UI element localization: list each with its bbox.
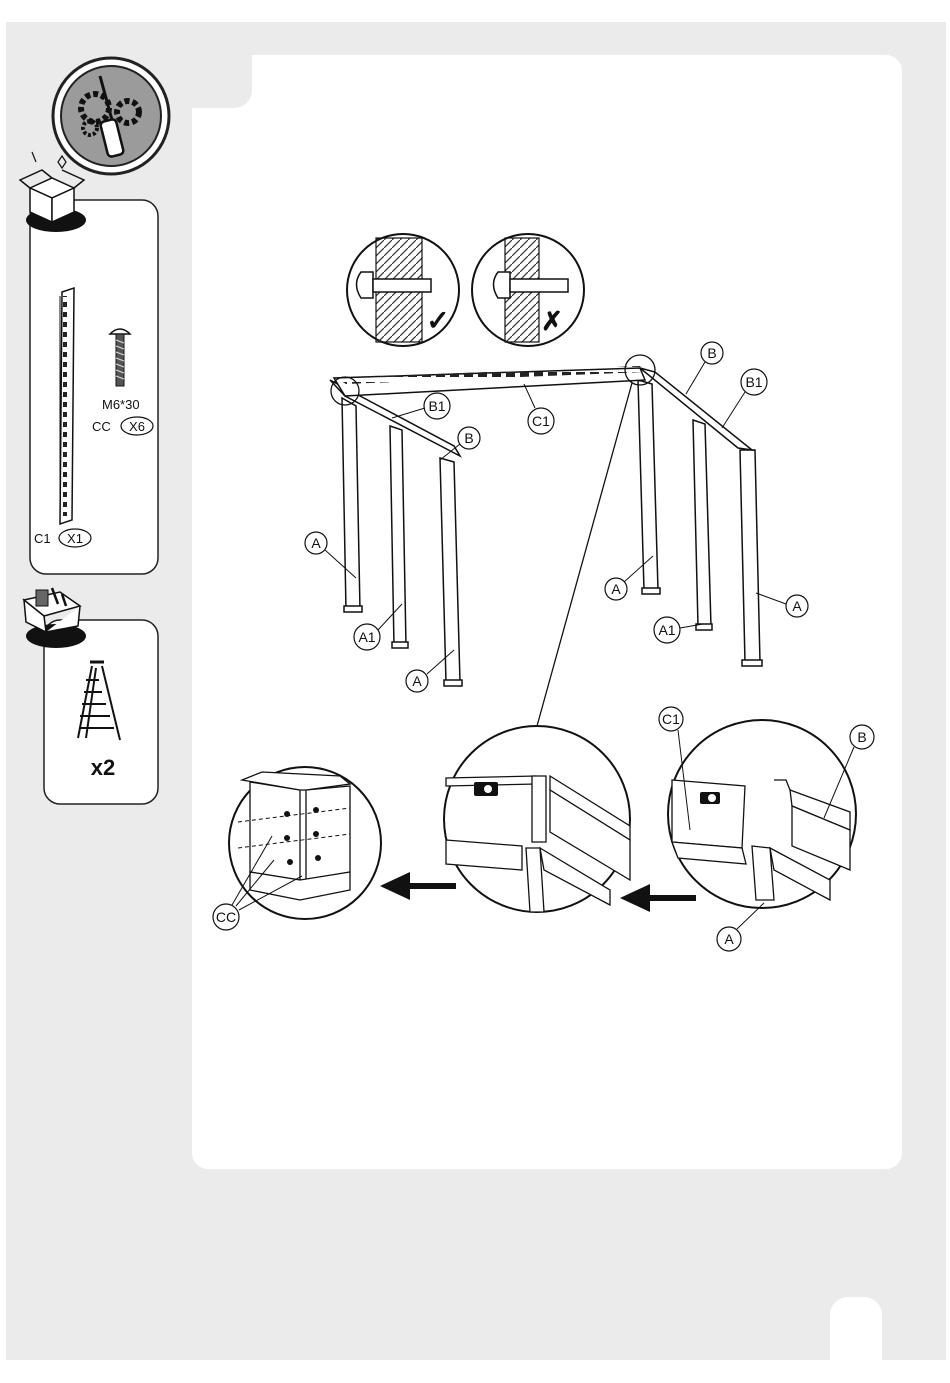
tools-panel: x2 (24, 588, 158, 804)
slotted-rail-icon (60, 288, 74, 524)
detail-label-c1: C1 (662, 711, 680, 727)
label-a1-left: A1 (358, 629, 375, 645)
ladder-qty: x2 (91, 755, 115, 780)
detail-leader-line (537, 383, 632, 726)
bolt-check-correct: ✓ (347, 234, 459, 346)
arrow-step2-to-step3 (380, 872, 456, 900)
correct-mark: ✓ (426, 305, 449, 336)
bolt-qty: X6 (129, 419, 145, 434)
rail-qty: X1 (67, 531, 83, 546)
parts-panel: M6*30 CC X6 C1 X1 (20, 152, 158, 574)
bolt-code: CC (92, 419, 111, 434)
bolt-check-incorrect: ✗ (472, 234, 584, 346)
label-b-left: B (464, 430, 473, 446)
tools-badge (53, 58, 169, 174)
label-a-front-left: A (311, 535, 321, 551)
label-a-back-left: A (611, 581, 621, 597)
label-c1: C1 (532, 413, 550, 429)
rail-code: C1 (34, 531, 51, 546)
detail-circle-step3 (229, 767, 381, 919)
label-a-front-right: A (412, 673, 422, 689)
label-b1-back: B1 (745, 374, 762, 390)
detail-label-b: B (857, 729, 866, 745)
detail-label-a: A (724, 931, 734, 947)
detail-circle-step2 (444, 726, 630, 912)
label-a1-right: A1 (658, 622, 675, 638)
label-b-back: B (707, 345, 716, 361)
label-a-back-right: A (792, 598, 802, 614)
label-b1-left: B1 (428, 398, 445, 414)
detail-circle-step1 (668, 720, 856, 908)
bolt-size: M6*30 (102, 397, 140, 412)
incorrect-mark: ✗ (541, 306, 563, 336)
arrow-step1-to-step2 (620, 884, 696, 912)
detail-label-cc: CC (216, 909, 236, 925)
